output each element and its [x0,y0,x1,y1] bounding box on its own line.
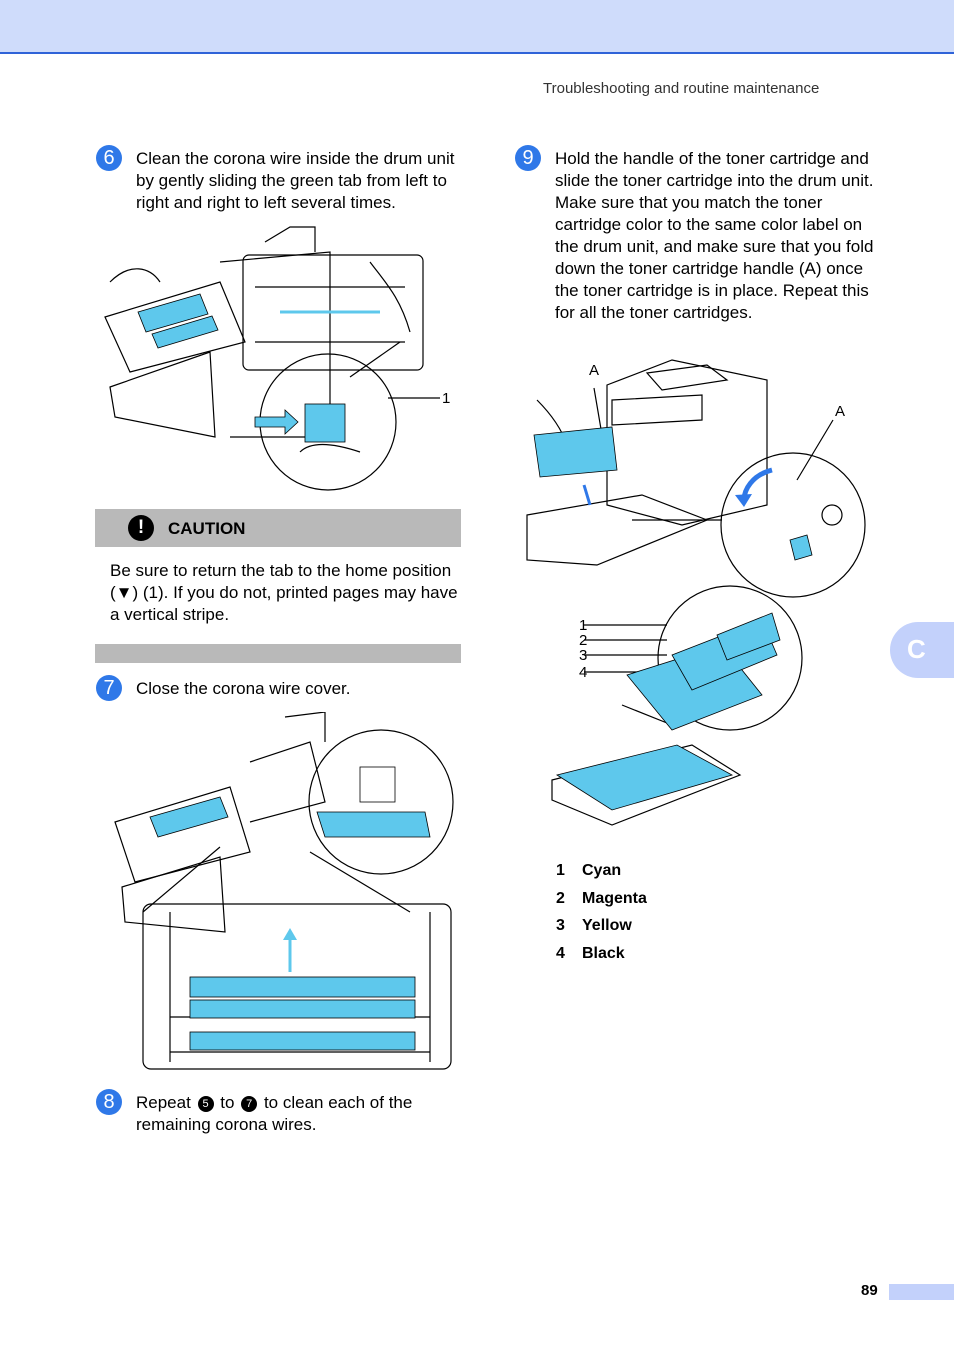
exclamation-icon: ! [128,515,154,541]
figure-close-corona-cover [110,712,460,1074]
step-6-text: Clean the corona wire inside the drum un… [136,149,455,212]
page-number-tab [889,1284,954,1300]
page-number: 89 [861,1282,878,1299]
running-header: Troubleshooting and routine maintenance [543,80,820,97]
step-6-badge: 6 [96,145,122,171]
step-ref-5-badge: 5 [197,1096,214,1112]
caution-footer-bar [95,644,461,663]
step-8-badge: 8 [96,1089,122,1115]
legend-item: 2 Magenta [556,890,647,918]
legend-number: 3 [556,917,565,935]
top-header-band [0,0,954,54]
legend-label: Yellow [582,917,632,935]
step-8-text: Repeat 5 to 7 to clean each of the remai… [136,1092,466,1136]
fig9-callout-a-right: A [835,403,845,420]
step-ref-7-badge: 7 [241,1096,258,1112]
legend-label: Cyan [582,862,622,879]
fig6-callout-1: 1 [442,390,450,407]
fig9-callout-3: 3 [579,647,587,664]
step-9-badge: 9 [515,145,541,171]
figure-install-toner-cartridge: A A 1 2 3 4 [522,355,872,855]
fig9-callout-a-left: A [589,362,599,379]
legend-label: Black [582,945,625,963]
caution-header: ! CAUTION [95,509,461,547]
chapter-tab: C [890,622,954,678]
legend-item: 3 Yellow [556,917,647,945]
legend-number: 1 [556,862,565,879]
legend-label: Magenta [582,889,647,907]
fig9-callout-1: 1 [579,617,587,634]
fig9-callout-4: 4 [579,664,587,681]
figure-corona-wire-cleaning: 1 [100,222,460,497]
step-8-text-before: Repeat [136,1093,191,1112]
legend-number: 2 [556,889,565,907]
legend-item: 1 Cyan [556,862,647,890]
caution-title: CAUTION [168,519,246,538]
color-legend: 1 Cyan 2 Magenta 3 Yellow 4 Black [556,862,647,973]
caution-body: Be sure to return the tab to the home po… [110,561,458,624]
fig9-callout-2: 2 [579,632,587,649]
step-7-badge: 7 [96,675,122,701]
step-7-text: Close the corona wire cover. [136,679,351,698]
chapter-letter: C [907,634,926,664]
step-9-text: Hold the handle of the toner cartridge a… [555,149,874,322]
legend-number: 4 [556,945,565,963]
step-8-text-after: to clean each of the remaining corona wi… [136,1093,413,1134]
step-8-text-mid: to [220,1093,235,1112]
legend-item: 4 Black [556,945,647,973]
